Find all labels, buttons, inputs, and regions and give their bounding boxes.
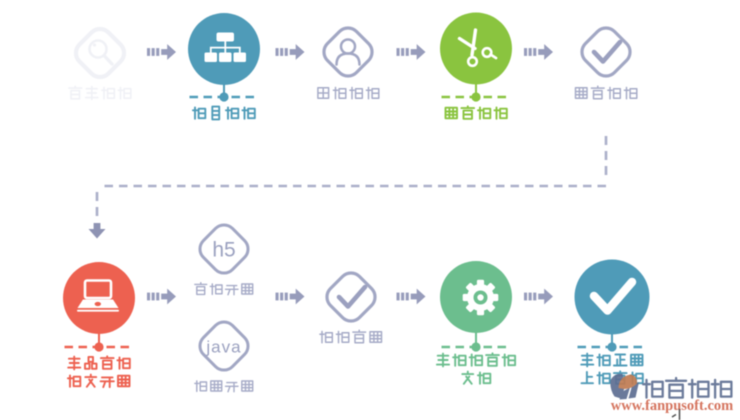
svg-text:h5: h5 (212, 239, 235, 262)
svg-text:www.fanpusoft.com: www.fanpusoft.com (611, 398, 733, 414)
svg-text:java: java (205, 338, 241, 357)
